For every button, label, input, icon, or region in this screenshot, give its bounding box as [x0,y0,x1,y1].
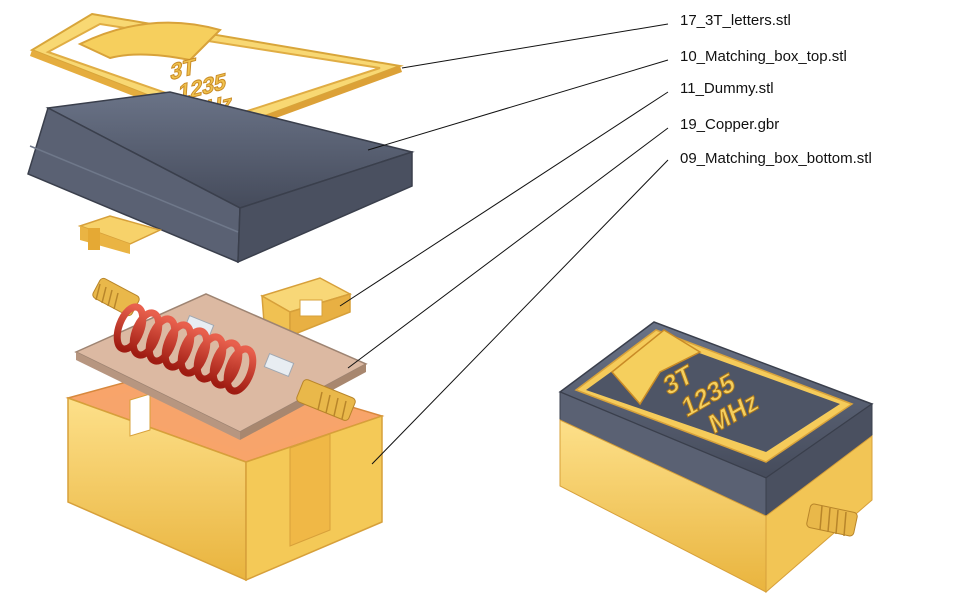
sma-connector-right [296,379,356,421]
part-3t-letters: 3T 1235 MHz [29,12,404,134]
assembled-connector [806,503,858,537]
label-box-bottom: 09_Matching_box_bottom.stl [680,150,872,167]
label-copper: 19_Copper.gbr [680,116,780,133]
leader-lines [339,23,669,465]
leader-copper [347,127,669,369]
part-dummy-left [77,215,163,254]
part-matching-box-top [27,91,415,264]
part-dummy [260,277,352,338]
assembled-box: 3T 1235 MHz [558,321,874,594]
leader-letters [401,23,669,69]
label-box-top: 10_Matching_box_top.stl [680,48,847,65]
letters-brand: 3T [170,53,197,85]
label-letters: 17_3T_letters.stl [680,12,791,29]
leader-dummy [339,91,669,307]
leader-box-bottom [371,159,669,465]
label-dummy: 11_Dummy.stl [680,80,774,97]
coil-inductor [113,303,257,395]
leader-box-top [367,59,669,151]
